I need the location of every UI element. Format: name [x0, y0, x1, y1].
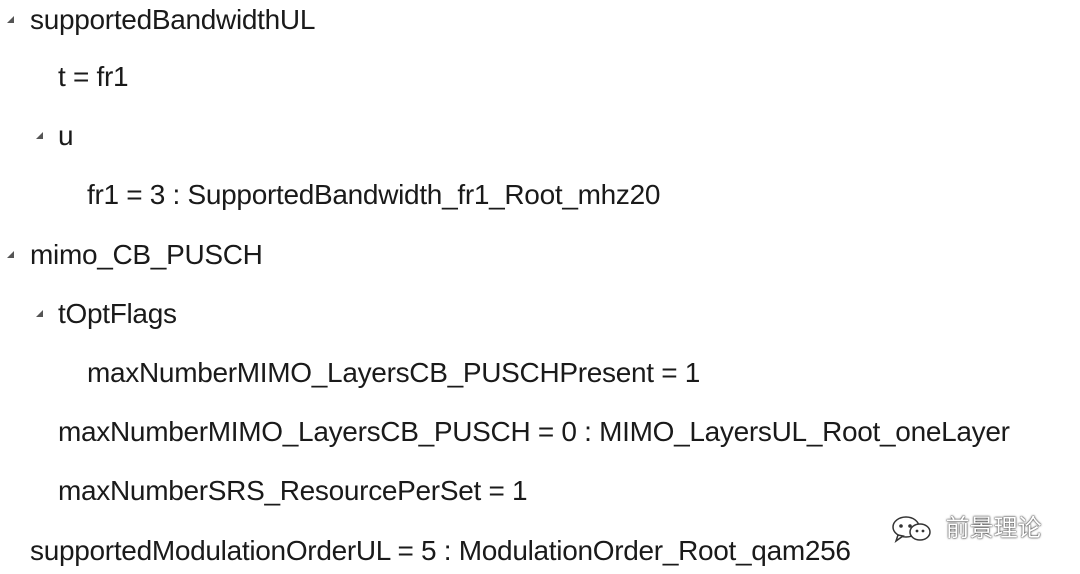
- wechat-icon: [890, 514, 934, 544]
- tree-node-label: supportedModulationOrderUL = 5 : Modulat…: [30, 535, 851, 566]
- tree-node-label: t = fr1: [58, 61, 129, 92]
- tree-node-label: tOptFlags: [58, 298, 177, 329]
- tree-node-label: u: [58, 120, 74, 151]
- tree-node-label: maxNumberMIMO_LayersCB_PUSCHPresent = 1: [87, 357, 701, 388]
- tree-node-label: supportedBandwidthUL: [30, 4, 316, 35]
- expand-arrow-icon[interactable]: [36, 132, 43, 139]
- tree-node-label: maxNumberSRS_ResourcePerSet = 1: [58, 475, 528, 506]
- tree-node-label: mimo_CB_PUSCH: [30, 239, 263, 270]
- watermark-text: 前景理论: [945, 514, 1042, 542]
- expand-arrow-icon[interactable]: [36, 310, 43, 317]
- expand-arrow-icon[interactable]: [7, 16, 14, 23]
- tree-node-label: fr1 = 3 : SupportedBandwidth_fr1_Root_mh…: [87, 179, 661, 210]
- tree-node-label: maxNumberMIMO_LayersCB_PUSCH = 0 : MIMO_…: [58, 416, 1010, 447]
- watermark: 前景理论: [890, 508, 1042, 548]
- expand-arrow-icon[interactable]: [7, 251, 14, 258]
